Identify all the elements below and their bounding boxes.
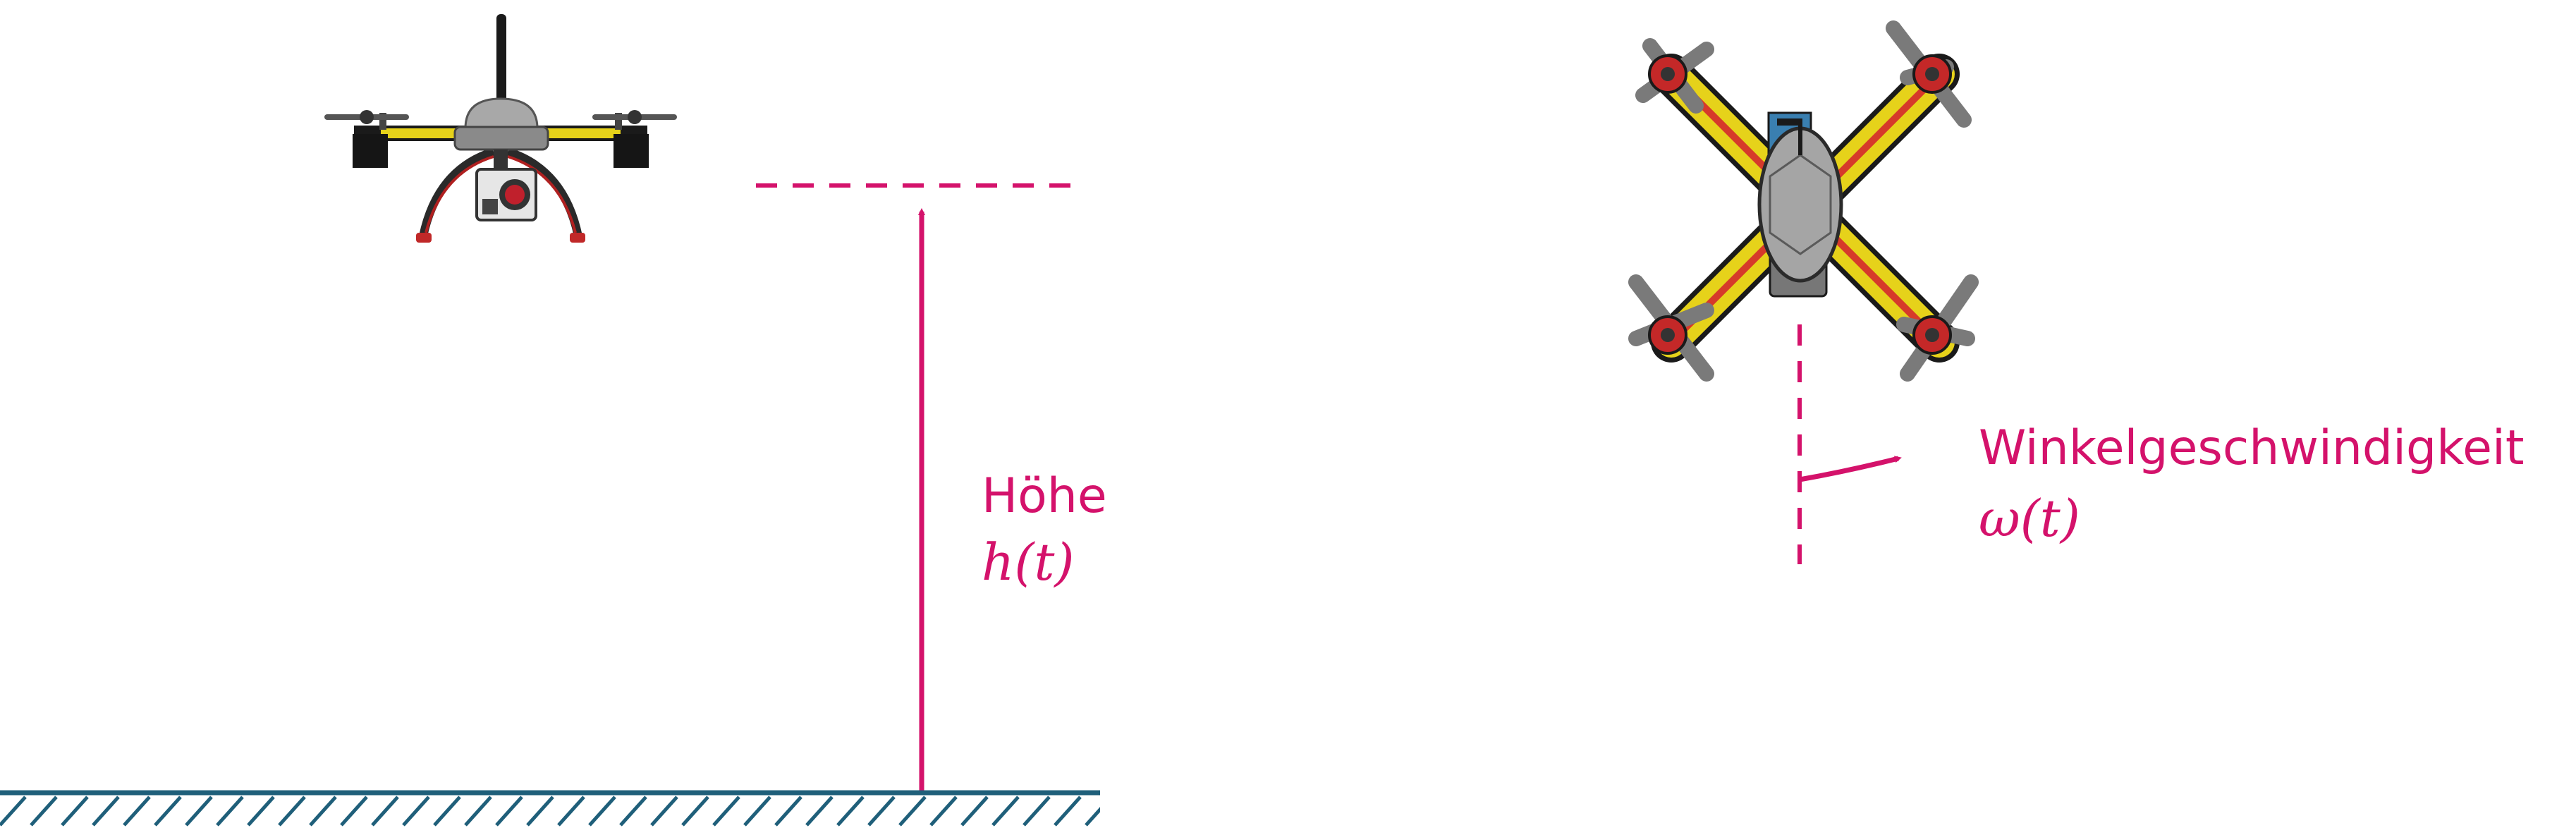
ground-hatch-stroke [30,796,58,827]
ground-hatch-stroke [1023,796,1051,827]
ground-hatch-stroke [681,796,709,827]
ground-hatch-stroke [743,796,771,827]
ground-hatch-stroke [588,796,616,827]
ground-hatch-stroke [1085,807,1100,827]
angular-velocity-arrow [1799,456,1902,482]
ground-hatch-stroke [185,796,213,827]
ground-hatch-stroke [247,796,275,827]
height-symbol: h(t) [982,532,1074,592]
ground-hatch-stroke [216,796,244,827]
ground-hatch-stroke [61,796,89,827]
ground-hatch-stroke [929,796,958,827]
ground-hatch-stroke [650,796,678,827]
ground-hatch-stroke [526,796,554,827]
angular-velocity-label: Winkelgeschwindigkeit [1979,420,2525,476]
ground-hatch-stroke [309,796,337,827]
ground-hatch-stroke [154,796,182,827]
ground-hatch-stroke [960,796,989,827]
height-label: Höhe [982,468,1107,524]
ground-hatch-stroke [557,796,585,827]
ground-hatch-stroke [464,796,492,827]
angular-velocity-symbol: ω(t) [1979,489,2080,548]
ground-hatch-stroke [619,796,647,827]
ground-hatch-stroke [278,796,306,827]
ground-hatch-stroke [92,796,120,827]
ground-hatch-stroke [495,796,523,827]
ground-hatch-stroke [898,796,927,827]
drone-top-view-icon [1628,20,1979,382]
ground-hatch-stroke [774,796,802,827]
ground-hatch-stroke [991,796,1020,827]
drone-side-view-icon [324,14,677,243]
ground-hatch-stroke [0,796,27,827]
ground-hatch-stroke [402,796,430,827]
ground-hatch-stroke [123,796,151,827]
ground-hatch-stroke [805,796,834,827]
ground-hatch-stroke [340,796,368,827]
ground-hatch-stroke [433,796,461,827]
ground-hatch-stroke [1054,796,1082,827]
ground-hatch-stroke [867,796,896,827]
ground-hatch-stroke [836,796,865,827]
ground [0,790,1100,827]
ground-hatch-stroke [371,796,399,827]
ground-hatch-stroke [712,796,740,827]
